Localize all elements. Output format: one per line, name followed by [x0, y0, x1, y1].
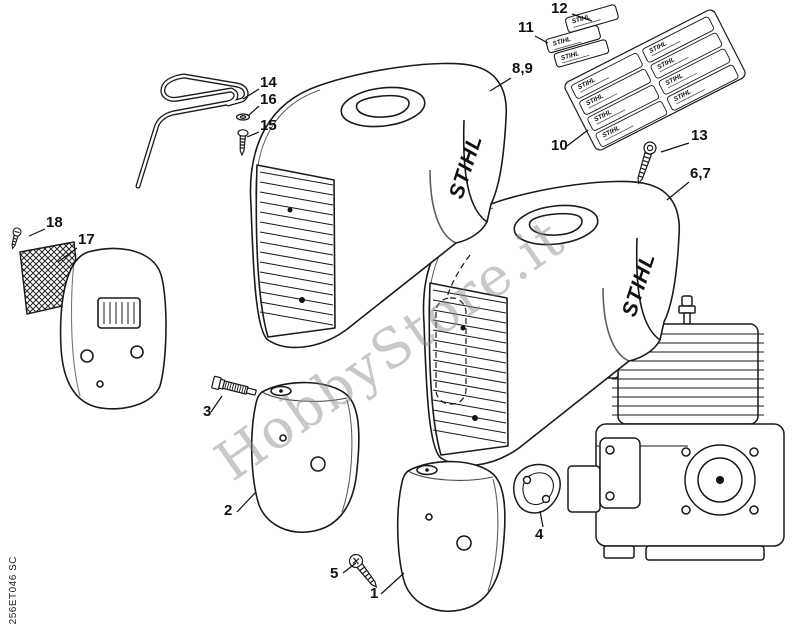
screw-13 — [637, 141, 657, 185]
screw-18 — [11, 227, 22, 250]
screw-15 — [237, 129, 249, 157]
callout-16: 16 — [260, 91, 277, 108]
sticker-12: STIHL — [564, 4, 619, 33]
drawing-code: 256ET046 SC — [8, 555, 19, 624]
callout-6-7: 6,7 — [690, 165, 711, 182]
sticker-11: STIHL STIHL — [545, 25, 610, 68]
wire-clip-14 — [135, 73, 249, 189]
svg-text:STIHL: STIHL — [552, 36, 572, 48]
callout-11: 11 — [518, 19, 534, 36]
callout-12: 12 — [551, 0, 568, 17]
callout-1: 1 — [370, 585, 379, 602]
callout-15: 15 — [260, 117, 277, 134]
callout-5: 5 — [330, 565, 339, 582]
callout-2: 2 — [224, 502, 233, 519]
spark-plug — [678, 305, 696, 314]
svg-text:STIHL: STIHL — [560, 50, 580, 62]
leader-lines — [28, 13, 690, 595]
callout-17: 17 — [78, 231, 95, 248]
callout-8-9: 8,9 — [512, 60, 533, 77]
part-muffler-left-17 — [59, 247, 167, 410]
callout-14: 14 — [260, 74, 277, 91]
screw-5 — [348, 553, 378, 589]
callout-13: 13 — [691, 127, 708, 144]
callout-3: 3 — [203, 403, 212, 420]
svg-text:STIHL: STIHL — [571, 14, 591, 26]
washer-16 — [235, 113, 251, 121]
callout-10: 10 — [551, 137, 568, 154]
callout-18: 18 — [46, 214, 63, 231]
bolt-3 — [211, 375, 257, 396]
part-muffler-2 — [250, 381, 360, 534]
gasket-4 — [513, 463, 561, 514]
hidden-outline-dashed — [435, 254, 471, 405]
callout-4: 4 — [535, 526, 544, 543]
part-muffler-1 — [396, 460, 506, 613]
sticker-sheet-10: STIHL STIHL STIHL STIHL STIHL STIHL STIH… — [564, 9, 746, 151]
